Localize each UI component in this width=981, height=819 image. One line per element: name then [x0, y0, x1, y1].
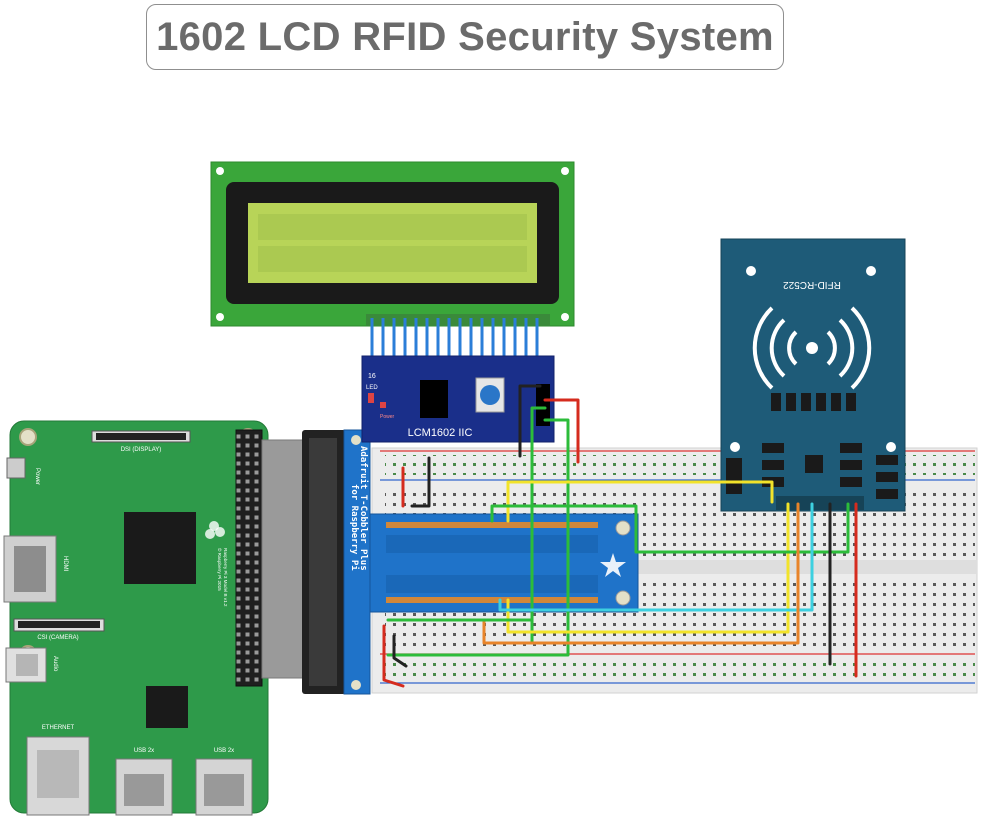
rfid-waves-icon	[752, 306, 872, 390]
title-box: 1602 LCD RFID Security System	[146, 4, 784, 70]
lcd-display	[210, 161, 575, 327]
wire-green-i2c-sda	[530, 406, 547, 644]
rfid-module: RFID-RC522	[720, 238, 906, 512]
raspberry-pi-board: DSI (DISPLAY) CSI (CAMERA) Power HDMI Au…	[3, 420, 269, 816]
wire-black-rail-top	[410, 456, 431, 508]
power-label: Power	[34, 468, 40, 485]
wire-green-1	[490, 502, 850, 554]
dsi-label: DSI (DISPLAY)	[121, 447, 162, 453]
model-label: Raspberry Pi 3 Model B v1.2	[223, 548, 228, 607]
wire-black-i2c	[518, 384, 542, 458]
hdmi-label: HDMI	[62, 556, 68, 572]
ribbon-cable	[261, 430, 346, 694]
i2c-led-label: LED	[366, 385, 378, 391]
wire-cyan-1	[498, 502, 814, 612]
csi-label: CSI (CAMERA)	[37, 635, 78, 641]
raspberry-logo-icon	[205, 521, 225, 539]
wires	[382, 384, 858, 688]
ethernet-label: ETHERNET	[42, 725, 75, 731]
i2c-pin-label: 16	[368, 373, 376, 380]
wire-red-i2c	[543, 398, 580, 464]
cobbler-label-line2: for Raspberry Pi	[349, 484, 360, 571]
cobbler-pin-row-top	[386, 522, 598, 528]
adafruit-star-icon	[600, 553, 626, 577]
i2c-backpack: 16 LED Power LCM1602 IIC	[361, 355, 555, 443]
audio-label: Audio	[52, 656, 58, 672]
rfid-label: RFID-RC522	[783, 279, 841, 290]
usb-label-2: USB 2x	[214, 748, 234, 754]
wire-black-rail-bottom	[392, 634, 408, 668]
cobbler-pin-row-bottom	[386, 597, 598, 603]
copyright-label: © Raspberry Pi 2015	[217, 548, 223, 591]
wire-green-i2c-scl	[386, 418, 570, 657]
i2c-board-label: LCM1602 IIC	[408, 427, 473, 439]
usb-label-1: USB 2x	[134, 748, 154, 754]
i2c-power-label: Power	[380, 414, 395, 420]
t-cobbler-board: Adafruit T-Cobbler Plus for Raspberry Pi	[343, 429, 639, 695]
wire-red-rail-bottom	[382, 624, 405, 688]
wire-orange-1	[482, 502, 800, 645]
wire-yellow-2	[506, 502, 790, 634]
wire-yellow-1	[506, 480, 774, 523]
page-title: 1602 LCD RFID Security System	[156, 14, 774, 59]
cobbler-label-line1: Adafruit T-Cobbler Plus	[358, 446, 369, 571]
